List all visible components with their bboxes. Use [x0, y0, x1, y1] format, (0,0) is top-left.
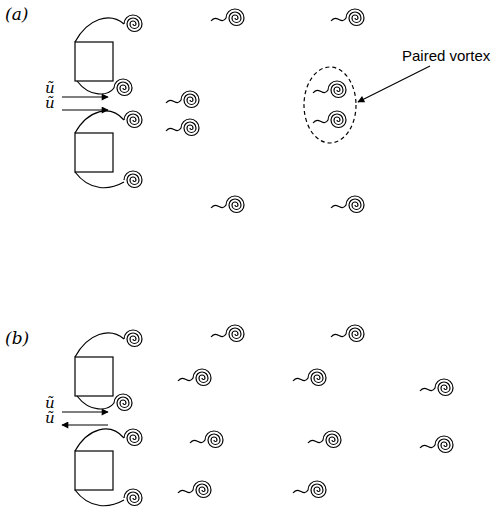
vortex	[114, 394, 132, 411]
velocity-arrow	[62, 109, 108, 110]
vortex	[124, 489, 142, 506]
pair-outline	[304, 67, 356, 143]
vortex	[313, 81, 346, 98]
vortex	[331, 9, 364, 26]
panel-b-figure	[62, 333, 124, 506]
square-cylinder	[75, 42, 113, 81]
velocity-arrow	[62, 96, 108, 97]
vortex	[124, 15, 142, 32]
callout-label: Paired vortex	[402, 48, 490, 63]
shear-layer	[75, 429, 124, 451]
vortex	[124, 111, 142, 128]
vortex	[420, 436, 453, 453]
vortex	[124, 429, 142, 446]
velocity-arrow	[62, 411, 108, 412]
vortex	[308, 431, 341, 448]
leader-arrow	[358, 66, 430, 102]
vortex	[293, 481, 326, 498]
vortex	[331, 325, 364, 342]
vortex	[178, 369, 211, 386]
vortex	[178, 481, 211, 498]
shear-layer	[75, 333, 124, 357]
vortex	[124, 330, 142, 347]
vortex	[166, 91, 199, 108]
velocity-arrow	[62, 424, 108, 425]
vortex	[114, 79, 132, 96]
panel-a-figure	[62, 18, 430, 188]
vortex	[331, 196, 364, 213]
panel-label: (b)	[5, 330, 29, 347]
velocity-label: ũ	[45, 396, 55, 411]
velocity-label: ũ	[45, 411, 55, 426]
vortex	[211, 196, 244, 213]
shear-layer	[77, 396, 114, 409]
vortex	[211, 325, 244, 342]
velocity-label: ũ	[45, 96, 55, 111]
square-cylinder	[75, 133, 113, 172]
vortex	[166, 119, 199, 136]
vortex	[190, 431, 223, 448]
shear-layer	[75, 172, 124, 188]
panel-b-vortices	[114, 325, 453, 506]
vortex	[313, 111, 346, 128]
vortex	[124, 171, 142, 188]
panel-a-vortices	[114, 9, 364, 213]
shear-layer	[77, 81, 114, 94]
shear-layer	[75, 490, 124, 506]
velocity-label: ũ	[45, 81, 55, 96]
shear-layer	[75, 18, 124, 42]
shear-layer	[75, 111, 124, 133]
vortex	[211, 9, 244, 26]
vortex	[293, 369, 326, 386]
vortex	[420, 379, 453, 396]
panel-label: (a)	[5, 6, 28, 23]
square-cylinder	[75, 357, 113, 396]
square-cylinder	[75, 451, 113, 490]
